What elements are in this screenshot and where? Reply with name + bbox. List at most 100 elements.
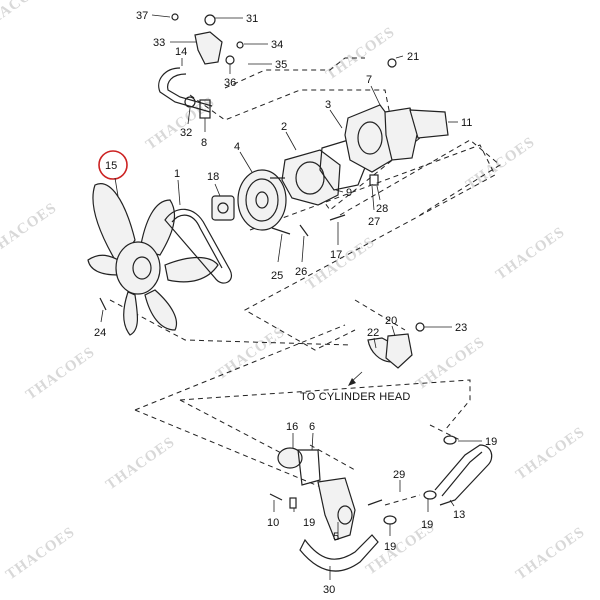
callout-28[interactable]: 28 xyxy=(376,203,388,215)
part-belt[interactable] xyxy=(164,208,232,284)
watermark-text: THACOES xyxy=(0,0,52,35)
bolt-29 xyxy=(367,499,383,506)
part-fan[interactable] xyxy=(87,183,219,336)
part-thermostat-housing-upper[interactable] xyxy=(384,107,449,161)
callout-8[interactable]: 8 xyxy=(201,137,207,149)
part-spacer[interactable] xyxy=(211,195,235,221)
callout-19d[interactable]: 19 xyxy=(384,541,396,553)
callout-9[interactable]: 9 xyxy=(346,187,352,199)
callout-16[interactable]: 16 xyxy=(286,421,298,433)
pump-housing xyxy=(344,104,396,173)
callout-25[interactable]: 25 xyxy=(271,270,283,282)
callout-2[interactable]: 2 xyxy=(281,121,287,133)
fan-spacer xyxy=(211,195,235,221)
callout-3[interactable]: 3 xyxy=(325,99,331,111)
leader-13 xyxy=(449,499,455,507)
pulley-groove xyxy=(245,178,279,222)
callout-6[interactable]: 6 xyxy=(309,421,315,433)
housing-bore xyxy=(357,121,383,155)
part-pipe-14[interactable] xyxy=(158,67,213,113)
watermark-text: THACOES xyxy=(413,334,488,393)
callout-24[interactable]: 24 xyxy=(94,327,106,339)
leader-9 xyxy=(335,189,344,193)
bolt-25 xyxy=(271,227,291,235)
part-sensor-bracket[interactable] xyxy=(171,13,244,65)
callout-37[interactable]: 37 xyxy=(136,10,148,22)
part-bolts[interactable] xyxy=(99,58,397,311)
callout-4[interactable]: 4 xyxy=(234,141,240,153)
hose-30 xyxy=(299,534,379,572)
bolt-34 xyxy=(236,41,244,49)
callout-35[interactable]: 35 xyxy=(275,59,287,71)
leader-24 xyxy=(100,309,104,323)
part-thermostat-group[interactable] xyxy=(269,447,383,541)
v-belt xyxy=(164,208,232,284)
outlet-20 xyxy=(385,333,413,369)
fan-hub-center xyxy=(132,256,152,280)
nut-28 xyxy=(369,174,379,186)
callout-13[interactable]: 13 xyxy=(453,509,465,521)
callout-5[interactable]: 5 xyxy=(333,531,339,543)
hose-13-inner xyxy=(441,451,483,497)
fan-blade-left xyxy=(87,254,123,276)
callout-19a[interactable]: 19 xyxy=(485,436,497,448)
leader-20 xyxy=(391,325,396,337)
callout-36[interactable]: 36 xyxy=(224,77,236,89)
watermark-text: THACOES xyxy=(513,524,588,583)
callout-18[interactable]: 18 xyxy=(207,171,219,183)
callout-10[interactable]: 10 xyxy=(267,517,279,529)
callout-27[interactable]: 27 xyxy=(368,216,380,228)
callout-19b[interactable]: 19 xyxy=(303,517,315,529)
part-hoses[interactable] xyxy=(299,435,493,572)
leader-22 xyxy=(373,337,377,349)
bolt-24 xyxy=(99,297,107,311)
fan-hub xyxy=(115,241,161,295)
callout-32[interactable]: 32 xyxy=(180,127,192,139)
bolt-37 xyxy=(171,13,179,21)
callout-17[interactable]: 17 xyxy=(330,249,342,261)
thermostat-16 xyxy=(277,447,303,469)
callout-23[interactable]: 23 xyxy=(455,322,467,334)
leader-18 xyxy=(214,183,221,197)
sensor-31 xyxy=(204,14,216,26)
watermark-text: THACOES xyxy=(463,134,538,193)
bolt-17 xyxy=(329,214,346,221)
callout-33[interactable]: 33 xyxy=(153,37,165,49)
callout-20[interactable]: 20 xyxy=(385,315,397,327)
leader-26 xyxy=(301,235,305,263)
callout-15[interactable]: 15 xyxy=(105,160,117,172)
leader-1 xyxy=(177,179,181,206)
washer-32 xyxy=(184,96,196,108)
clamp-19-a xyxy=(443,435,457,445)
pulley-center xyxy=(255,191,269,209)
sensor-bracket xyxy=(194,31,223,65)
bolt-10 xyxy=(269,493,283,501)
part-water-pump[interactable] xyxy=(270,149,341,206)
leader-37 xyxy=(151,14,171,18)
callout-7[interactable]: 7 xyxy=(366,74,372,86)
leader-32 xyxy=(187,107,191,125)
leader-4 xyxy=(239,151,253,173)
callout-14[interactable]: 14 xyxy=(175,46,187,58)
callout-22[interactable]: 22 xyxy=(367,327,379,339)
callout-1[interactable]: 1 xyxy=(174,168,180,180)
callout-30[interactable]: 30 xyxy=(323,584,335,596)
callout-34[interactable]: 34 xyxy=(271,39,283,51)
part-outlet-pipe[interactable] xyxy=(367,322,425,369)
callout-31[interactable]: 31 xyxy=(246,13,258,25)
callout-11[interactable]: 11 xyxy=(461,117,472,129)
callout-21[interactable]: 21 xyxy=(407,51,419,63)
callout-19c[interactable]: 19 xyxy=(421,519,433,531)
highlight-circle xyxy=(98,150,128,180)
watermark-layer: THACOES THACOES THACOES THACOES THACOES … xyxy=(0,0,588,583)
watermark-text: THACOES xyxy=(513,424,588,483)
part-housing[interactable] xyxy=(344,104,396,173)
leader-6 xyxy=(311,432,314,451)
clamp-19-b xyxy=(423,490,437,500)
part-pulley[interactable] xyxy=(237,169,287,231)
watermark-text: THACOES xyxy=(493,224,568,283)
callout-29[interactable]: 29 xyxy=(393,469,405,481)
watermark-text: THACOES xyxy=(303,234,378,293)
callout-26[interactable]: 26 xyxy=(295,266,307,278)
